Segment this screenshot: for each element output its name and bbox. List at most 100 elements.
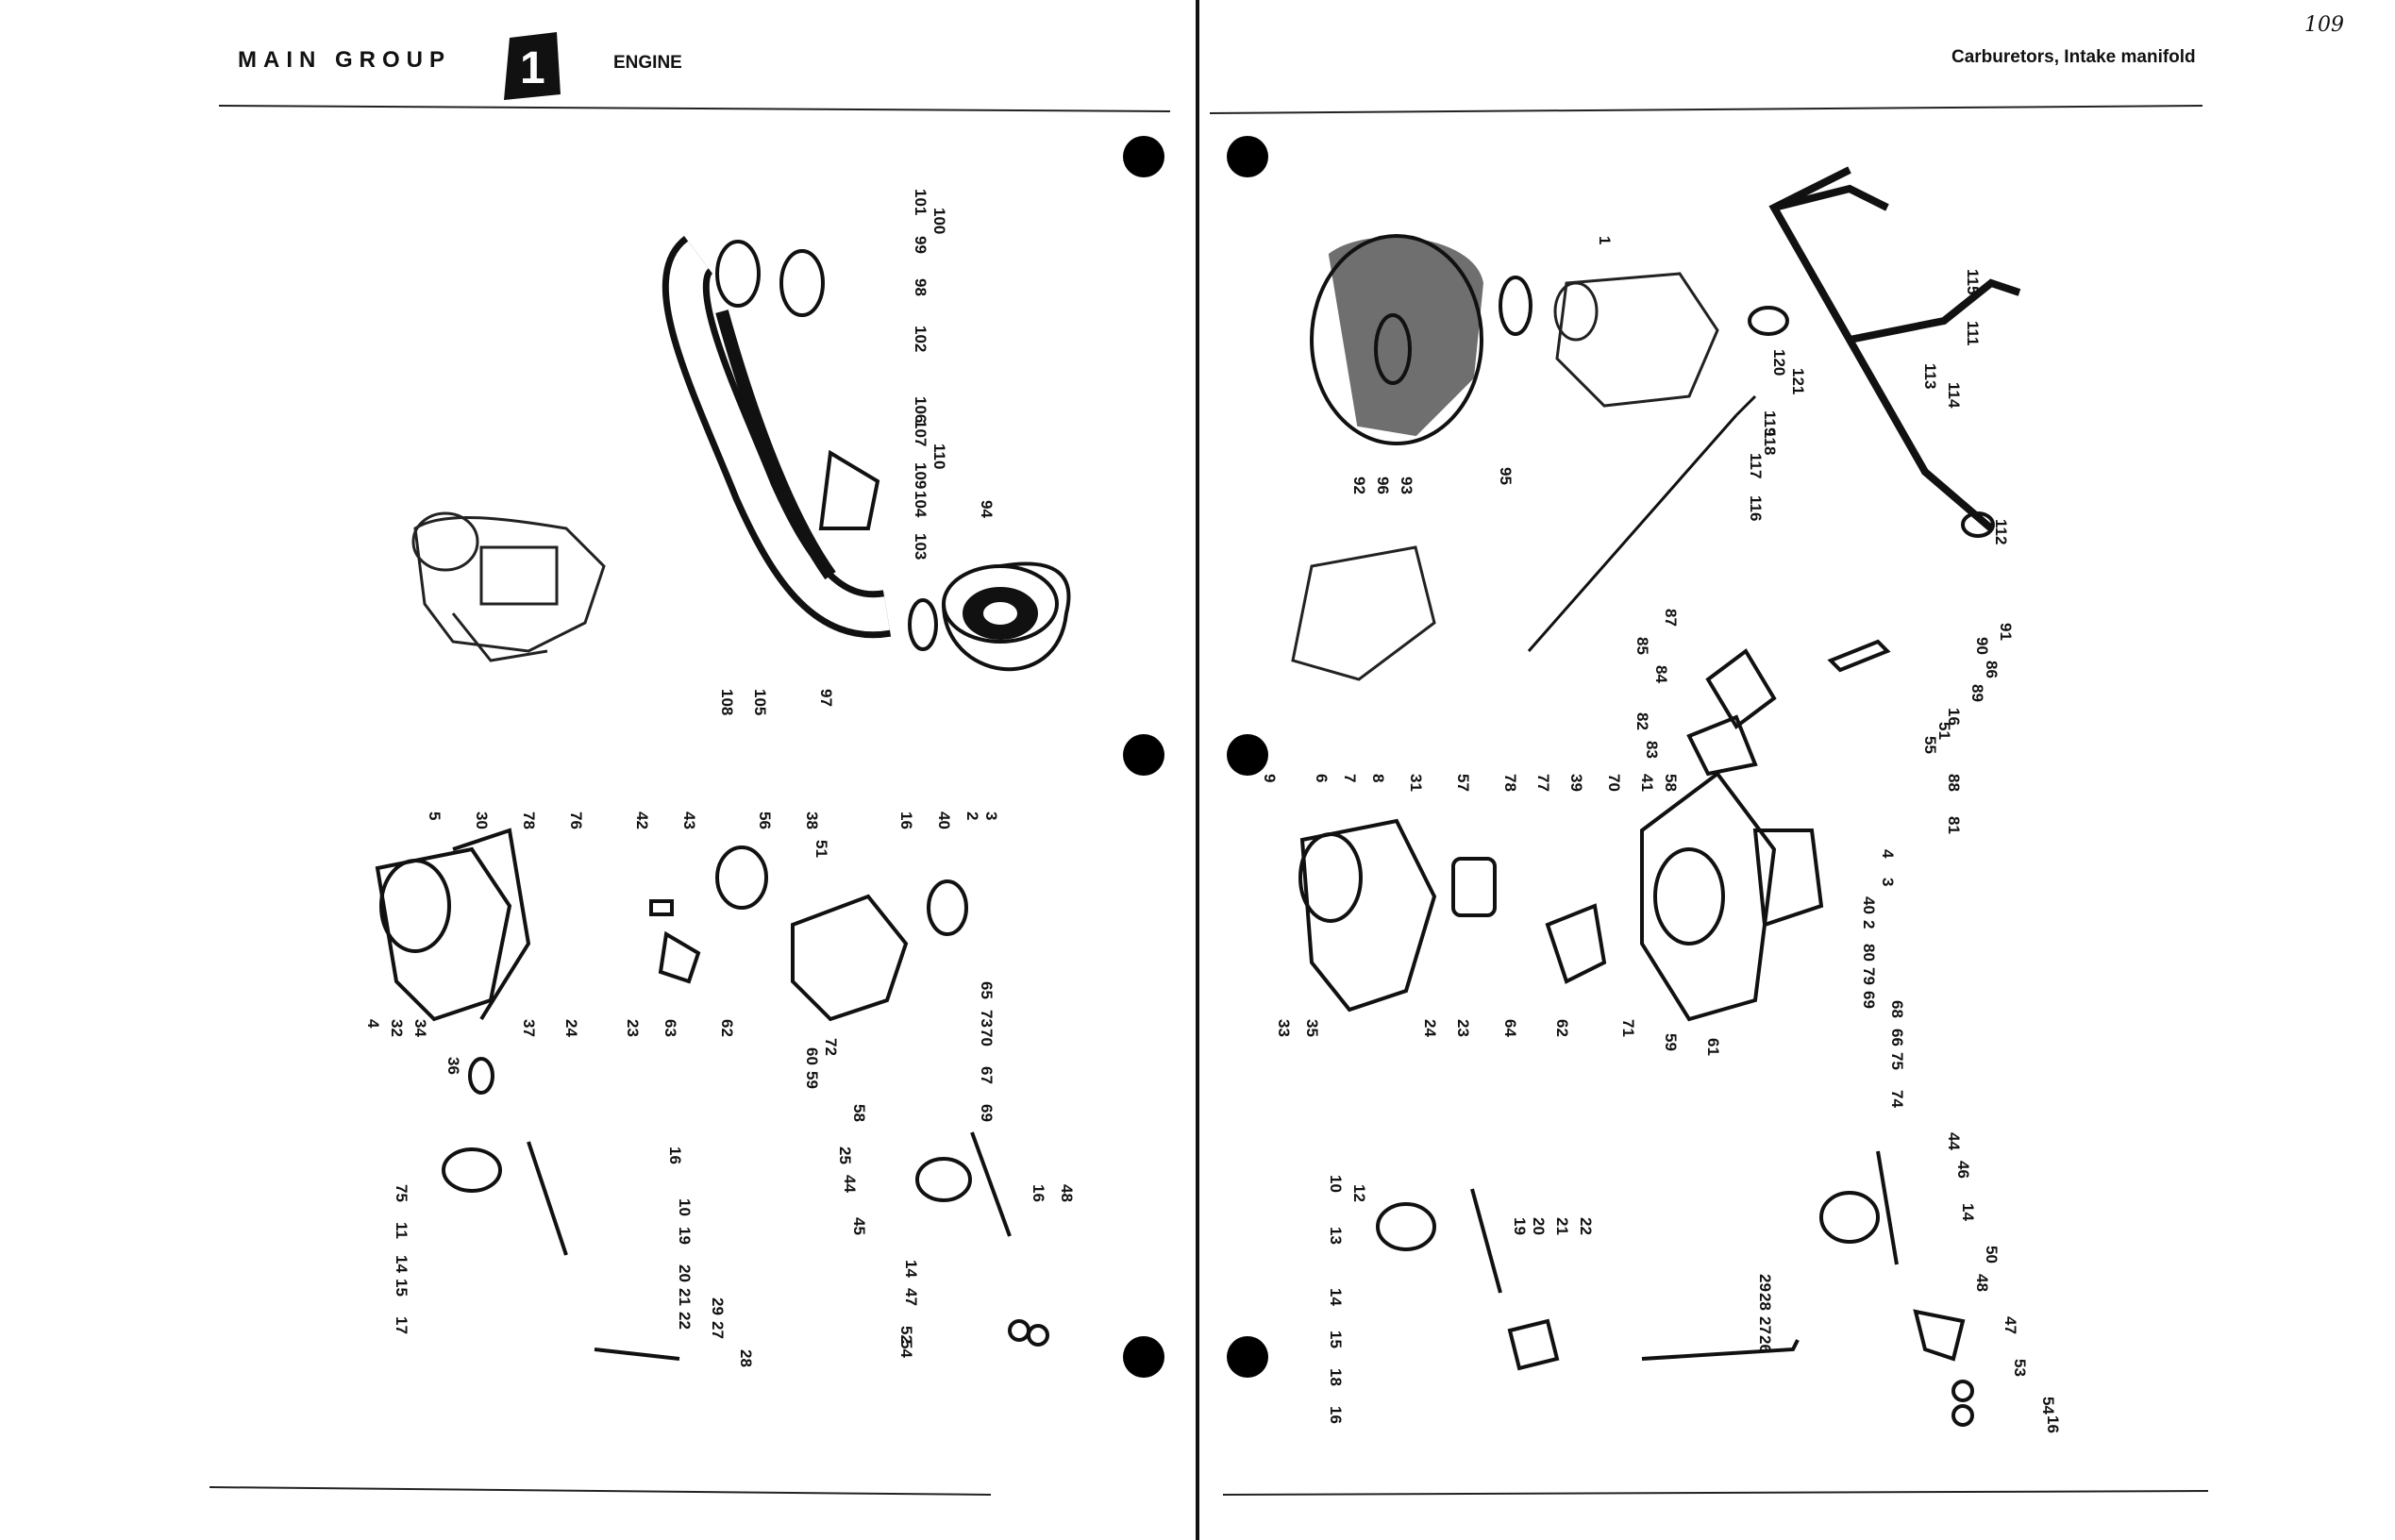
right-callout-label: 82 xyxy=(1633,712,1651,730)
right-callout-label: 121 xyxy=(1789,368,1807,395)
right-callout-label: 81 xyxy=(1945,816,1963,834)
left-callout-label: 19 xyxy=(676,1227,694,1245)
left-callout-label: 78 xyxy=(520,812,538,829)
left-callout-label: 107 xyxy=(912,420,930,447)
left-callout-label: 75 xyxy=(393,1184,410,1202)
right-footer-rule xyxy=(1222,1490,2209,1496)
right-header-rule xyxy=(1209,105,2203,114)
right-callout-label: 111 xyxy=(1964,321,1982,346)
left-callout-label: 103 xyxy=(912,533,930,561)
left-callout-label: 16 xyxy=(666,1147,684,1164)
left-callout-label: 65 xyxy=(978,981,996,999)
left-callout-label: 16 xyxy=(897,812,915,829)
throttle-cable xyxy=(1527,394,1757,652)
right-callout-label: 58 xyxy=(1662,774,1680,792)
left-callout-label: 42 xyxy=(633,812,651,829)
right-callout-label: 33 xyxy=(1275,1019,1293,1037)
right-callout-label: 39 xyxy=(1567,774,1585,792)
left-callout-label: 100 xyxy=(930,208,948,235)
right-callout-label: 88 xyxy=(1945,774,1963,792)
left-callout-label: 105 xyxy=(751,689,769,716)
left-callout-label: 22 xyxy=(676,1312,694,1330)
left-callout-label: 62 xyxy=(718,1019,736,1037)
right-callout-label: 55 xyxy=(1921,736,1939,754)
right-callout-label: 9 xyxy=(1261,774,1279,783)
section-title: Carburetors, Intake manifold xyxy=(1951,47,2196,67)
left-callout-label: 72 xyxy=(822,1038,840,1056)
right-callout-label: 87 xyxy=(1662,609,1680,627)
right-callout-label: 79 xyxy=(1860,967,1878,985)
right-callout-label: 50 xyxy=(1983,1246,2001,1264)
left-callout-label: 104 xyxy=(912,491,930,518)
right-callout-label: 69 xyxy=(1860,991,1878,1009)
left-callout-label: 94 xyxy=(978,500,996,518)
air-cleaner-right xyxy=(1310,234,1532,445)
left-header-rule xyxy=(218,105,1171,112)
right-callout-label: 4 xyxy=(1879,849,1897,859)
left-callout-label: 102 xyxy=(912,326,930,353)
right-callout-label: 89 xyxy=(1968,684,1986,702)
right-callout-label: 85 xyxy=(1633,637,1651,655)
right-callout-label: 84 xyxy=(1652,665,1670,683)
right-callout-label: 68 xyxy=(1888,1000,1906,1018)
left-callout-label: 51 xyxy=(812,840,830,858)
right-callout-label: 114 xyxy=(1945,382,1963,409)
right-callout-label: 47 xyxy=(2001,1316,2019,1334)
left-callout-label: 37 xyxy=(520,1019,538,1037)
right-callout-label: 13 xyxy=(1327,1227,1345,1245)
hose-clamps-left xyxy=(715,240,938,651)
left-callout-label: 3 xyxy=(982,812,1000,821)
right-callout-label: 95 xyxy=(1497,467,1515,485)
right-callout-label: 1 xyxy=(1596,236,1614,245)
right-callout-label: 93 xyxy=(1398,477,1415,494)
left-callout-label: 21 xyxy=(676,1288,694,1306)
right-callout-label: 96 xyxy=(1374,477,1392,494)
left-linkage xyxy=(442,1131,1049,1361)
right-callout-label: 26 xyxy=(1756,1335,1774,1353)
right-linkage xyxy=(1376,1150,1974,1427)
right-callout-label: 12 xyxy=(1350,1184,1368,1202)
right-callout-label: 16 xyxy=(1327,1406,1345,1424)
group-name: ENGINE xyxy=(613,53,682,73)
left-callout-label: 23 xyxy=(624,1019,642,1037)
right-callout-label: 29 xyxy=(1756,1274,1774,1292)
intake-manifold xyxy=(1748,166,2021,538)
left-callout-label: 48 xyxy=(1058,1184,1076,1202)
left-callout-label: 69 xyxy=(978,1104,996,1122)
right-callout-label: 59 xyxy=(1662,1033,1680,1051)
right-callout-label: 41 xyxy=(1638,774,1656,792)
right-callout-label: 116 xyxy=(1747,495,1765,522)
left-callout-label: 20 xyxy=(676,1264,694,1282)
right-callout-label: 18 xyxy=(1327,1368,1345,1386)
left-carb-sketch xyxy=(411,511,606,662)
left-carb-body xyxy=(375,828,968,1095)
left-callout-label: 25 xyxy=(836,1147,854,1164)
left-callout-label: 99 xyxy=(912,236,930,254)
left-callout-label: 45 xyxy=(850,1217,868,1235)
right-callout-label: 90 xyxy=(1973,637,1991,655)
left-callout-label: 101 xyxy=(912,189,930,216)
right-callout-label: 62 xyxy=(1553,1019,1571,1037)
right-callout-label: 10 xyxy=(1327,1175,1345,1193)
right-callout-label: 46 xyxy=(1954,1161,1972,1179)
right-callout-label: 24 xyxy=(1421,1019,1439,1037)
right-callout-label: 71 xyxy=(1619,1019,1637,1037)
left-callout-label: 110 xyxy=(930,444,948,470)
left-callout-label: 11 xyxy=(393,1222,410,1239)
right-callout-label: 77 xyxy=(1534,774,1552,792)
left-callout-label: 16 xyxy=(1030,1184,1047,1202)
left-callout-label: 38 xyxy=(803,812,821,829)
right-callout-label: 14 xyxy=(1327,1288,1345,1306)
right-callout-label: 83 xyxy=(1643,741,1661,759)
left-callout-label: 2 xyxy=(963,812,981,821)
right-callout-label: 70 xyxy=(1605,774,1623,792)
left-callout-label: 70 xyxy=(978,1029,996,1046)
right-callout-label: 7 xyxy=(1341,774,1359,783)
left-callout-label: 63 xyxy=(662,1019,679,1037)
right-callout-label: 113 xyxy=(1921,363,1939,390)
right-callout-label: 19 xyxy=(1511,1217,1529,1235)
binder-hole xyxy=(1123,734,1164,776)
left-callout-label: 28 xyxy=(737,1349,755,1367)
